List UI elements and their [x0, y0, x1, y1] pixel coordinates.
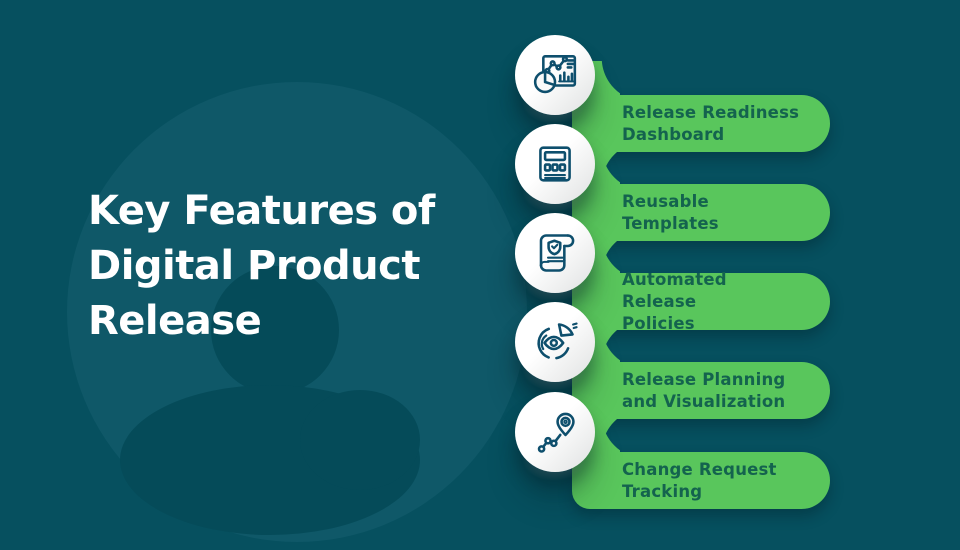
- dashboard-analytics-icon: [533, 55, 577, 94]
- feature-icon-circle: [515, 392, 595, 472]
- template-layout-icon: [539, 146, 571, 182]
- watermark-hole-shape: [211, 266, 339, 394]
- feature-banner: Automated Release Policies: [572, 239, 830, 360]
- feature-icon-circle: [515, 213, 595, 293]
- policy-scroll-shield-icon: [539, 234, 575, 272]
- feature-banner: Change Request Tracking: [572, 418, 830, 509]
- feature-icon-circle: [515, 35, 595, 115]
- visualization-eye-chart-icon: [537, 322, 578, 360]
- feature-label: Release Planning and Visualization: [622, 369, 786, 411]
- feature-label: Automated Release Policies: [622, 269, 727, 333]
- feature-list: Release Readiness Dashboard: [510, 0, 872, 550]
- feature-banner: Release Planning and Visualization: [572, 328, 830, 449]
- feature-icon-circle: [515, 302, 595, 382]
- feature-label: Change Request Tracking: [622, 459, 777, 501]
- feature-banner: Release Readiness Dashboard: [572, 61, 830, 182]
- feature-item-automated-policies: Automated Release Policies: [510, 213, 872, 360]
- feature-item-change-tracking: Change Request Tracking: [510, 392, 872, 512]
- watermark-wave-shape-2: [300, 390, 420, 490]
- feature-icon-circle: [515, 124, 595, 204]
- feature-item-release-readiness: Release Readiness Dashboard: [510, 35, 872, 182]
- feature-label: Release Readiness Dashboard: [622, 102, 800, 144]
- feature-item-release-planning: Release Planning and Visualization: [510, 302, 872, 449]
- route-pin-tracking-icon: [537, 412, 575, 453]
- page-title: Key Features of Digital Product Release: [88, 188, 435, 344]
- feature-label: Reusable Templates: [622, 191, 719, 233]
- feature-banner: Reusable Templates: [572, 150, 830, 271]
